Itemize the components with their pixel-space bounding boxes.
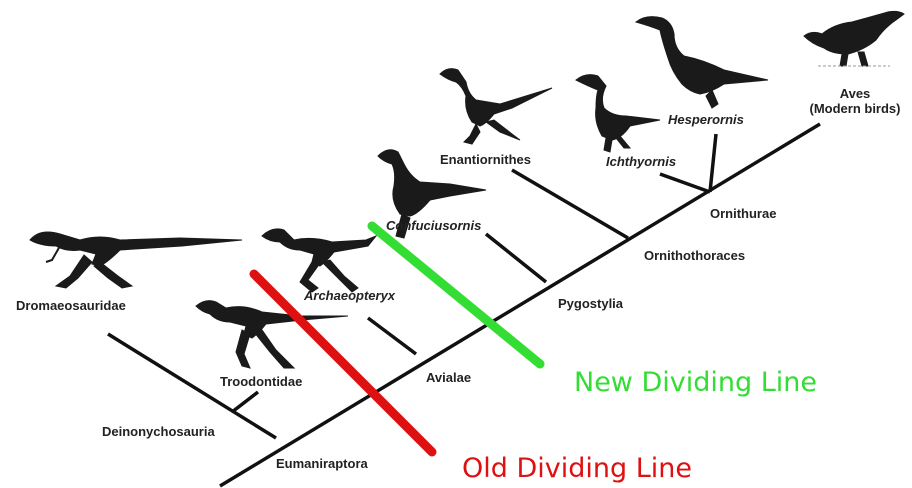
ichthyornis-illustration [575,74,661,153]
eumaniraptora-label: Eumaniraptora [276,456,368,471]
ichthyornis-branch [659,172,711,194]
confuciusornis-illustration [377,149,487,239]
archaeopteryx-label: Archaeopteryx [304,288,396,303]
old-dividing-line-label: Old Dividing Line [462,453,692,484]
aves-label: Aves (Modern birds) [800,86,910,116]
deinonychosauria-label: Deinonychosauria [102,424,215,439]
aves-label-line1: Aves [839,86,871,101]
troodontidae-label: Troodontidae [220,374,303,389]
troodontidae-branch [230,390,260,414]
ichthyornis-label: Ichthyornis [606,154,677,169]
new-dividing-line-label: New Dividing Line [574,367,817,398]
old-dividing-line [249,269,437,457]
enantiornithes-label: Enantiornithes [440,152,532,167]
hesperornis-illustration [634,16,769,109]
modern-bird-illustration [803,10,905,67]
enantiornithes-branch [511,168,629,240]
archaeopteryx-branch [366,316,418,356]
confuciusornis-branch [484,232,548,284]
hesperornis-branch [708,133,718,193]
avialae-label: Avialae [426,370,472,385]
dromaeosauridae-label: Dromaeosauridae [16,298,126,313]
ornithothoraces-label: Ornithothoraces [644,248,746,263]
hesperornis-label: Hesperornis [668,112,744,127]
new-dividing-line [367,221,545,369]
dromaeosauridae-branch [107,332,277,440]
confuciusornis-label: Confuciusornis [386,218,482,233]
troodontid-illustration [195,300,349,369]
dromaeosaurid-illustration [29,231,243,289]
ornithurae-label: Ornithurae [710,206,777,221]
archaeopteryx-illustration [261,228,378,293]
enantiornithine-illustration [439,68,553,145]
aves-label-line2: (Modern birds) [809,101,901,116]
main-trunk-branch [219,122,821,488]
pygostylia-label: Pygostylia [558,296,624,311]
